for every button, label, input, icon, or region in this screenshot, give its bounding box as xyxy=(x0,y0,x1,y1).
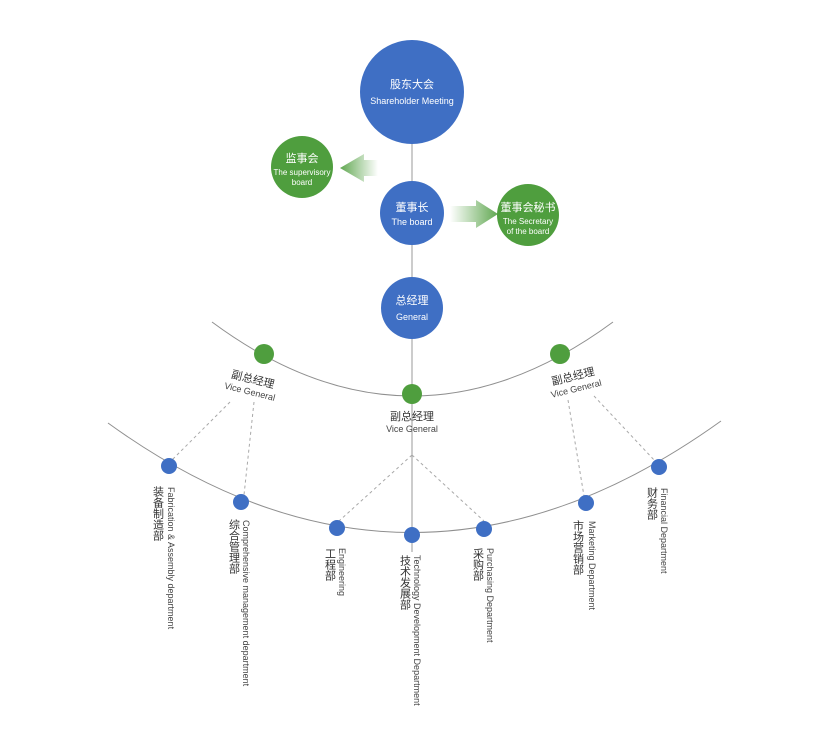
dept-technology-zh: 技术发展部 xyxy=(399,555,412,610)
dept-marketing-en: Marketing Department xyxy=(587,521,597,611)
shareholder-zh: 股东大会 xyxy=(390,77,434,91)
secretary-en-2: of the board xyxy=(507,227,550,236)
secretary-en-1: The Secretary xyxy=(503,217,553,226)
shareholder-en: Shareholder Meeting xyxy=(370,96,454,106)
dashed-links xyxy=(171,395,657,522)
supervisory-zh: 监事会 xyxy=(286,152,319,165)
supervisory-en-2: board xyxy=(292,178,312,187)
supervisory-board-node: 监事会 The supervisory board xyxy=(271,136,333,198)
secretary-zh: 董事会秘书 xyxy=(501,200,556,214)
dept-fabrication-zh: 装备制造部 xyxy=(152,486,165,541)
dept-fabrication-en: Fabrication & Assembly department xyxy=(166,487,176,630)
dept-comprehensive-zh: 综合管理部 xyxy=(228,518,241,574)
lower-arc xyxy=(107,420,722,533)
board-zh: 董事长 xyxy=(396,201,429,214)
dept-technology: 技术发展部 Technology Development Department xyxy=(399,555,423,706)
dept-fabrication: 装备制造部 Fabrication & Assembly department xyxy=(152,486,177,630)
vice-general-left-node: 副总经理 Vice General xyxy=(223,344,276,403)
vice-general-center-node: 副总经理 Vice General xyxy=(386,384,438,434)
department-dots xyxy=(161,458,667,543)
general-zh: 总经理 xyxy=(396,293,429,307)
dept-financial: 财务部 Financial Department xyxy=(646,486,670,574)
dept-comprehensive: 综合管理部 Comprehensive management departmen… xyxy=(228,518,252,687)
dept-dot-technology xyxy=(404,527,420,543)
secretary-node: 董事会秘书 The Secretary of the board xyxy=(497,184,559,246)
dept-engineering: 工程部 Engineering xyxy=(324,548,348,596)
dept-dot-comprehensive xyxy=(233,494,249,510)
board-en: The board xyxy=(391,217,432,227)
general-en: General xyxy=(396,312,428,322)
dept-technology-en: Technology Development Department xyxy=(412,555,422,706)
shareholder-meeting-node: 股东大会 Shareholder Meeting xyxy=(360,40,464,144)
vice-center-zh: 副总经理 xyxy=(390,409,434,423)
dept-engineering-zh: 工程部 xyxy=(324,548,337,581)
dept-engineering-en: Engineering xyxy=(337,548,347,596)
board-node: 董事长 The board xyxy=(380,181,444,245)
dept-marketing-zh: 市场营销部 xyxy=(572,519,585,575)
arrow-to-secretary xyxy=(450,200,498,228)
dept-purchasing: 采购部 Purchasing Department xyxy=(472,548,496,643)
dept-purchasing-en: Purchasing Department xyxy=(485,548,495,643)
general-manager-node: 总经理 General xyxy=(381,277,443,339)
dept-dot-fabrication xyxy=(161,458,177,474)
dept-purchasing-zh: 采购部 xyxy=(472,548,485,581)
supervisory-en-1: The supervisory xyxy=(274,168,331,177)
dept-financial-en: Financial Department xyxy=(659,488,669,574)
dept-dot-marketing xyxy=(578,495,594,511)
dept-financial-zh: 财务部 xyxy=(646,486,659,520)
dept-dot-engineering xyxy=(329,520,345,536)
vice-center-en: Vice General xyxy=(386,424,438,434)
dept-dot-financial xyxy=(651,459,667,475)
vice-general-right-node: 副总经理 Vice General xyxy=(550,344,603,400)
dept-marketing: 市场营销部 Marketing Department xyxy=(572,519,598,611)
arrow-to-supervisory xyxy=(340,154,378,182)
dept-dot-purchasing xyxy=(476,521,492,537)
dept-comprehensive-en: Comprehensive management department xyxy=(241,520,251,687)
